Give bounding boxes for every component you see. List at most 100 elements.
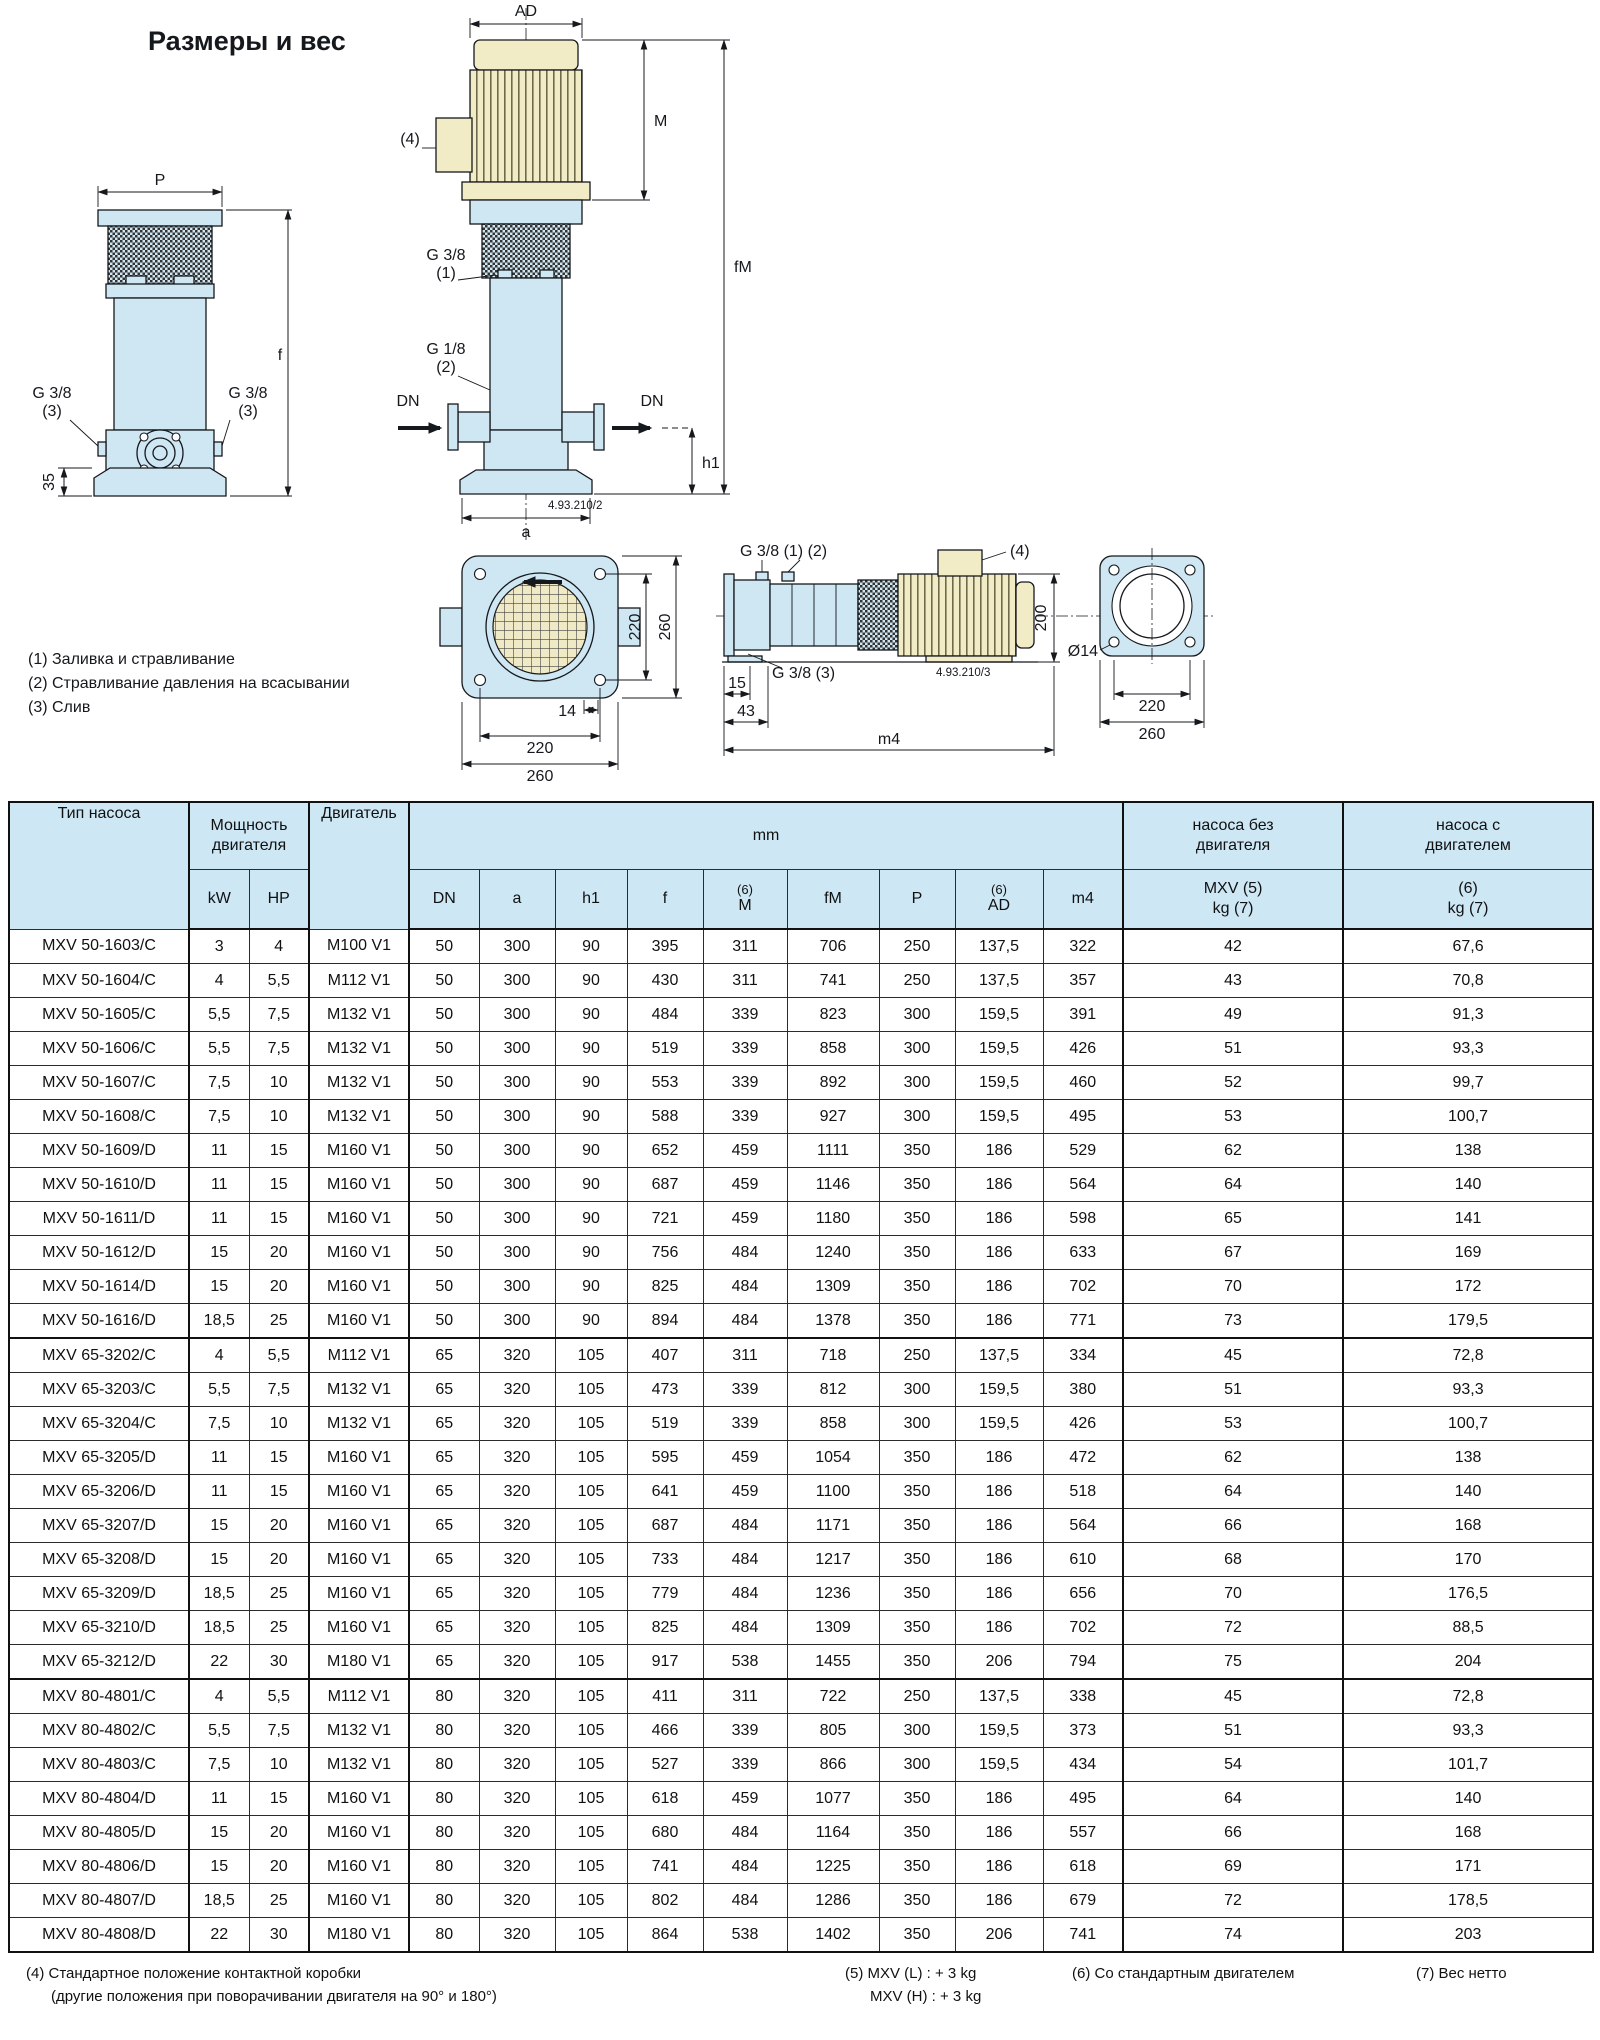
cell-p: 350 [878, 1508, 956, 1543]
cell-m4: 322 [1042, 928, 1124, 964]
cell-type: MXV 50-1610/D [8, 1167, 190, 1202]
cell-fm: 1455 [786, 1644, 880, 1680]
cell-type: MXV 80-4806/D [8, 1849, 190, 1884]
cell-p: 350 [878, 1644, 956, 1680]
cell-h1: 105 [554, 1644, 628, 1680]
cell-kg-pump: 67 [1122, 1235, 1344, 1270]
cell-ad: 159,5 [954, 1747, 1044, 1782]
cell-p: 250 [878, 963, 956, 998]
cell-kw: 5,5 [188, 1713, 250, 1748]
cell-fm: 1164 [786, 1815, 880, 1850]
coupling-guard-mesh [107, 225, 213, 285]
cell-m4: 334 [1042, 1337, 1124, 1373]
pump-head [723, 573, 735, 657]
cell-m4: 426 [1042, 1031, 1124, 1066]
cell-p: 300 [878, 1065, 956, 1100]
cell-kw: 7,5 [188, 1406, 250, 1441]
cell-hp: 25 [248, 1576, 310, 1611]
col-header-fm: fM [786, 869, 880, 930]
cell-m: 339 [702, 1747, 788, 1782]
cell-dn: 65 [408, 1576, 480, 1611]
cell-f: 680 [626, 1815, 704, 1850]
col-header-pump-without-motor: насоса без двигателя [1122, 801, 1344, 870]
cell-m: 459 [702, 1781, 788, 1816]
cell-fm: 866 [786, 1747, 880, 1782]
cell-motor: M112 V1 [308, 1337, 410, 1373]
cell-a: 300 [478, 1235, 556, 1270]
cell-ad: 159,5 [954, 1406, 1044, 1441]
cell-fm: 1225 [786, 1849, 880, 1884]
cell-f: 484 [626, 997, 704, 1032]
cell-h1: 105 [554, 1542, 628, 1577]
cell-fm: 1054 [786, 1440, 880, 1475]
cell-motor: M132 V1 [308, 1406, 410, 1441]
cell-f: 864 [626, 1917, 704, 1953]
cell-f: 519 [626, 1406, 704, 1441]
cell-kg-pump: 69 [1122, 1849, 1344, 1884]
cell-type: MXV 65-3204/C [8, 1406, 190, 1441]
cell-h1: 105 [554, 1406, 628, 1441]
cell-m: 339 [702, 1065, 788, 1100]
cell-kg-pump: 64 [1122, 1167, 1344, 1202]
cell-dn: 65 [408, 1610, 480, 1645]
cell-a: 320 [478, 1337, 556, 1373]
cell-h1: 90 [554, 1303, 628, 1339]
cell-f: 595 [626, 1440, 704, 1475]
cell-ad: 206 [954, 1644, 1044, 1680]
cell-kw: 11 [188, 1201, 250, 1236]
cell-a: 320 [478, 1474, 556, 1509]
cell-hp: 10 [248, 1406, 310, 1441]
suction-flange [447, 403, 459, 451]
cell-m: 484 [702, 1303, 788, 1339]
cell-hp: 25 [248, 1610, 310, 1645]
cell-a: 320 [478, 1781, 556, 1816]
cell-fm: 1236 [786, 1576, 880, 1611]
cell-type: MXV 65-3205/D [8, 1440, 190, 1475]
cell-h1: 105 [554, 1610, 628, 1645]
cell-type: MXV 80-4805/D [8, 1815, 190, 1850]
cell-dn: 65 [408, 1337, 480, 1373]
cell-kg-pump: 52 [1122, 1065, 1344, 1100]
motor-body [897, 573, 1017, 657]
cell-m: 484 [702, 1883, 788, 1918]
cell-kg-pump: 64 [1122, 1474, 1344, 1509]
cell-ad: 186 [954, 1235, 1044, 1270]
cell-a: 320 [478, 1644, 556, 1680]
cell-fm: 1111 [786, 1133, 880, 1168]
cell-p: 350 [878, 1474, 956, 1509]
cell-fm: 812 [786, 1372, 880, 1407]
cell-ad: 186 [954, 1167, 1044, 1202]
cell-h1: 105 [554, 1372, 628, 1407]
cell-m4: 426 [1042, 1406, 1124, 1441]
dim-label-200: 200 [1033, 605, 1050, 632]
cell-p: 300 [878, 1406, 956, 1441]
cell-a: 320 [478, 1713, 556, 1748]
cell-f: 733 [626, 1542, 704, 1577]
cell-p: 250 [878, 1678, 956, 1714]
cell-f: 721 [626, 1201, 704, 1236]
cell-m: 484 [702, 1235, 788, 1270]
cell-f: 641 [626, 1474, 704, 1509]
cell-motor: M160 V1 [308, 1576, 410, 1611]
cell-dn: 50 [408, 1099, 480, 1134]
cell-a: 320 [478, 1508, 556, 1543]
cell-hp: 4 [248, 928, 310, 964]
cell-motor: M160 V1 [308, 1235, 410, 1270]
cell-fm: 1240 [786, 1235, 880, 1270]
cell-m: 339 [702, 1713, 788, 1748]
cell-ad: 186 [954, 1815, 1044, 1850]
cell-m4: 598 [1042, 1201, 1124, 1236]
cell-type: MXV 65-3209/D [8, 1576, 190, 1611]
cell-kw: 11 [188, 1440, 250, 1475]
cell-dn: 50 [408, 1133, 480, 1168]
dim-label-35: 35 [41, 473, 58, 491]
col-header-pump-with-motor: насоса с двигателем [1342, 801, 1594, 870]
cell-a: 320 [478, 1440, 556, 1475]
